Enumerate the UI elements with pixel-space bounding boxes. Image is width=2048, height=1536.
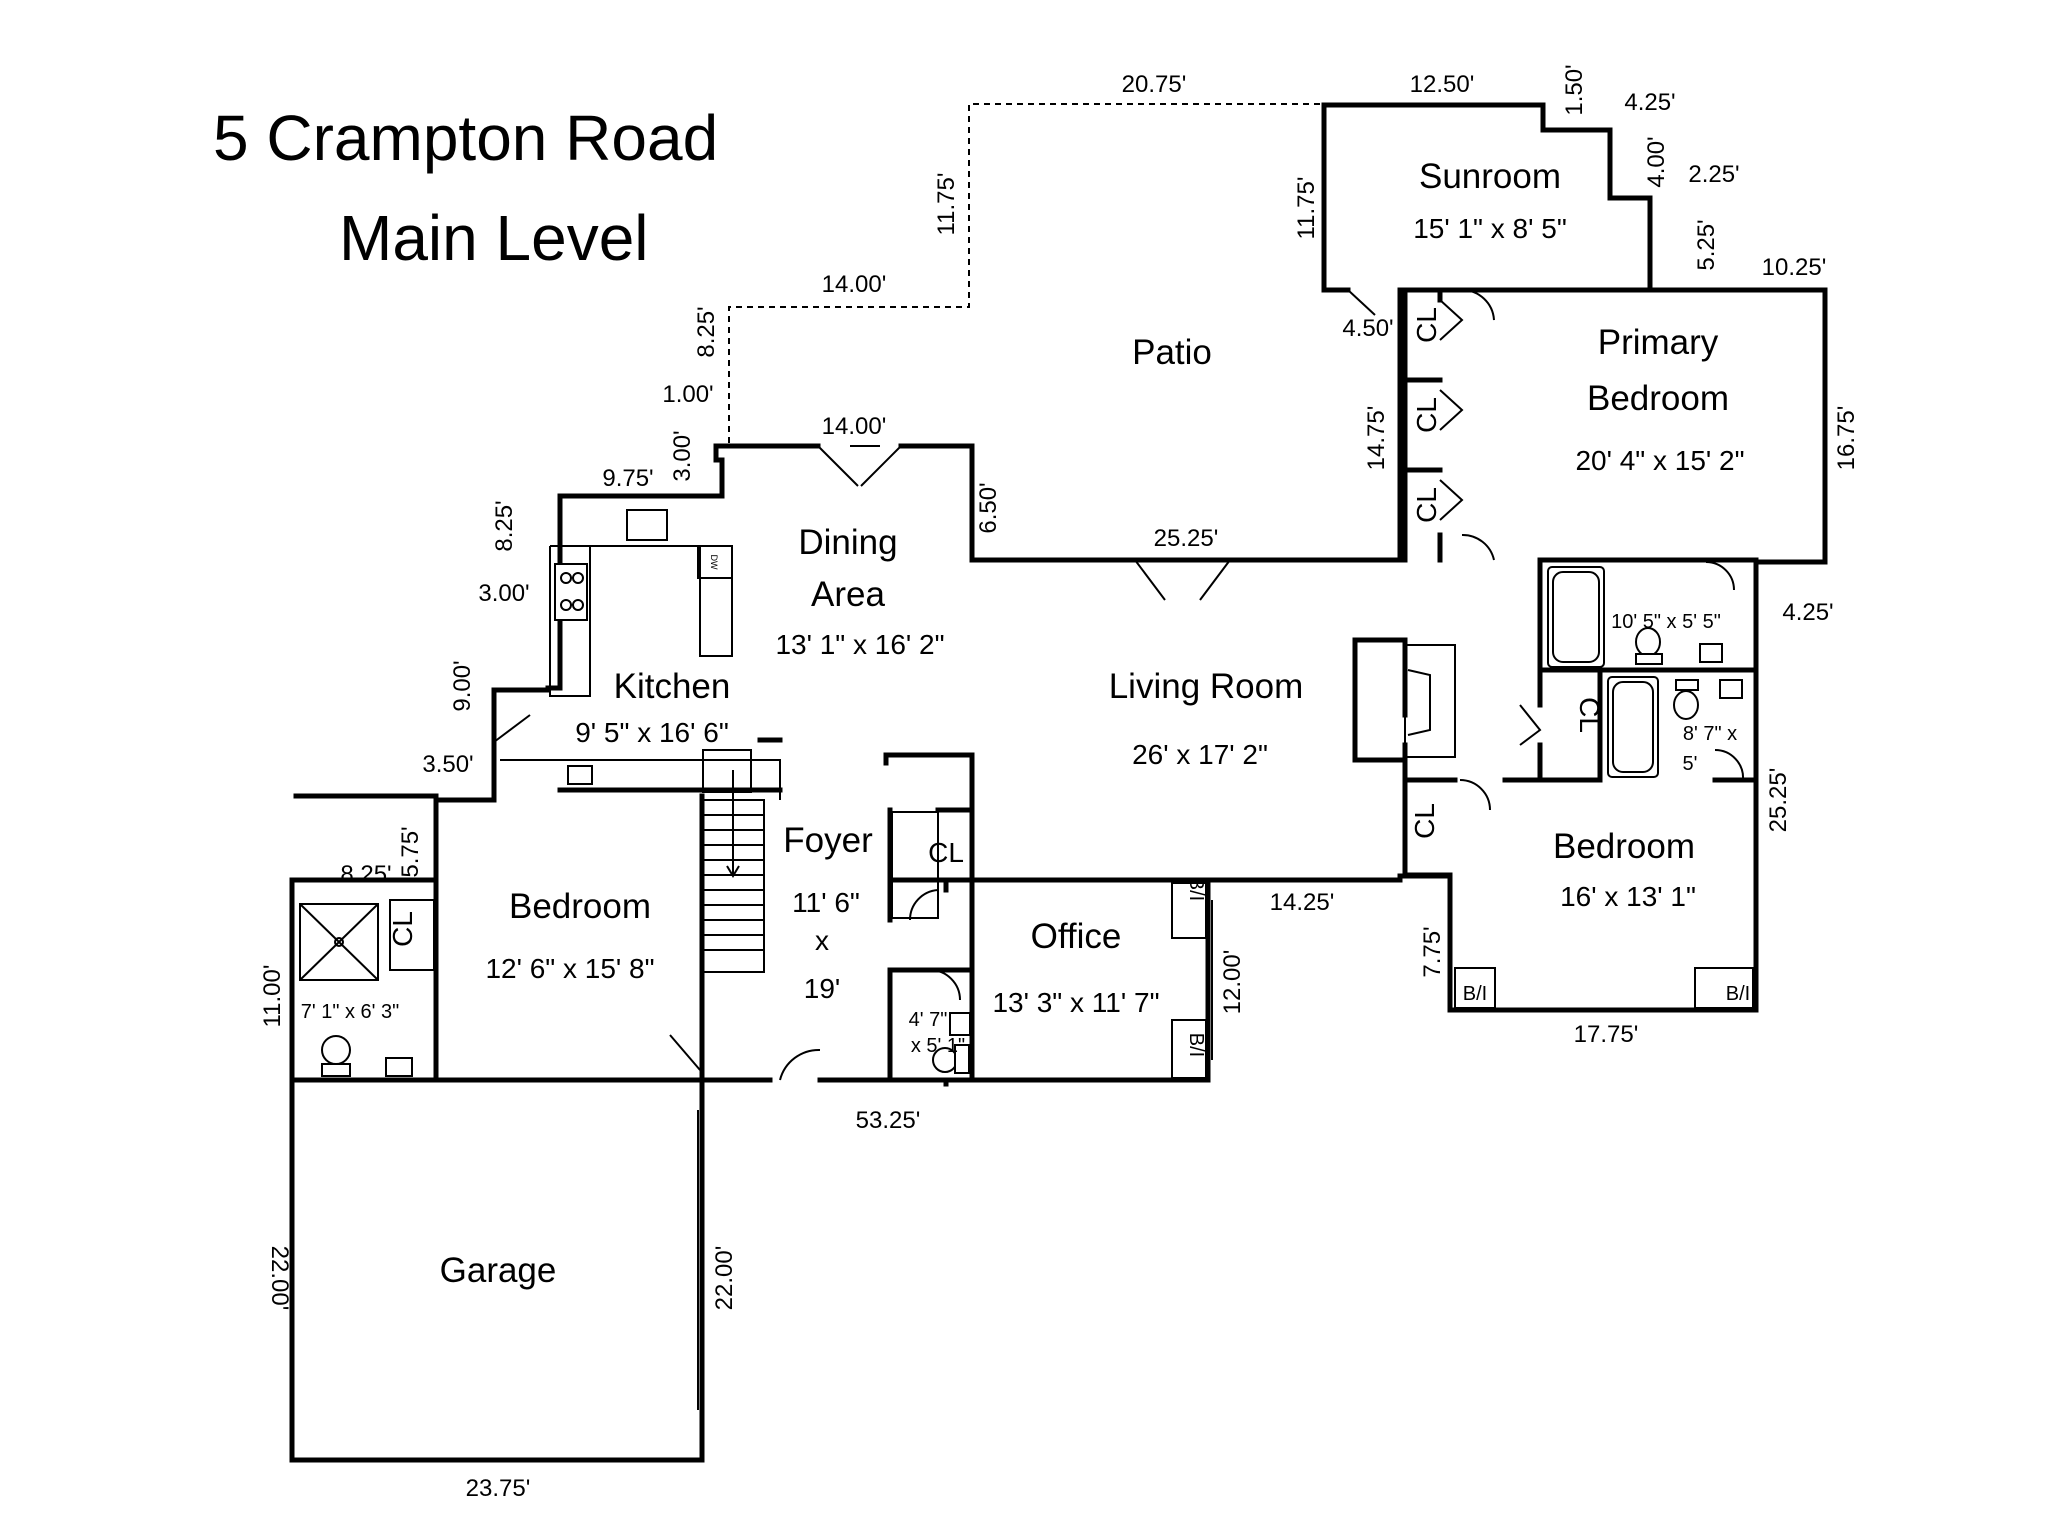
doors <box>493 288 1745 1081</box>
dim-label: 9.00' <box>449 660 476 711</box>
primary-bedroom-name-line2: Bedroom <box>1587 379 1729 418</box>
interior-walls <box>557 287 1759 1087</box>
dim-label: 7.75' <box>1419 926 1446 977</box>
dim-label: 3.50' <box>422 751 473 778</box>
foyer-size-line3: 19' <box>804 973 841 1004</box>
dim-label: 20.75' <box>1122 71 1187 98</box>
dim-label: 23.75' <box>466 1475 531 1502</box>
dim-label: 1.00' <box>662 381 713 408</box>
built-in-label: B/I <box>1726 983 1750 1005</box>
dim-label: 3.00' <box>478 580 529 607</box>
closet-label: CL <box>1411 307 1442 343</box>
garage-name: Garage <box>440 1251 557 1290</box>
kitchen-cabinets: DW <box>500 509 781 800</box>
dining-area-size: 13' 1" x 16' 2" <box>775 629 944 660</box>
sunroom-name: Sunroom <box>1419 157 1561 196</box>
dim-label: 4.00' <box>1643 136 1670 187</box>
built-in-label: B/I <box>1463 983 1487 1005</box>
dim-label: 4.25' <box>1624 89 1675 116</box>
plan-title-address: 5 Crampton Road <box>213 102 719 174</box>
dim-label: 6.50' <box>975 482 1002 533</box>
fireplace <box>1404 644 1456 758</box>
patio-outline <box>728 103 1324 443</box>
patio-name: Patio <box>1132 333 1212 372</box>
dim-label: 14.00' <box>822 413 887 440</box>
dim-label: 14.75' <box>1363 406 1390 471</box>
primary-bath-size: 10' 5" x 5' 5" <box>1611 611 1721 633</box>
built-in-label: B/I <box>1185 1033 1207 1057</box>
hall-bath-size-line1: 8' 7" x <box>1683 723 1737 745</box>
dim-label: 14.00' <box>822 271 887 298</box>
bathroom-fixtures <box>299 566 1743 1077</box>
kitchen-size: 9' 5" x 16' 6" <box>575 717 729 748</box>
dim-label: 4.25' <box>1782 599 1833 626</box>
dim-label: 11.00' <box>259 965 286 1028</box>
primary-bedroom-size: 20' 4" x 15' 2" <box>1575 445 1744 476</box>
closet-labels: CL CL CL CL CL CL CL B/I B/I B/I B/I <box>387 307 1750 1057</box>
closet-bifold-doors <box>1439 299 1464 521</box>
dim-label: 22.00' <box>711 1246 738 1311</box>
dim-label: 17.75' <box>1574 1021 1639 1048</box>
windows <box>291 104 1826 1410</box>
dim-label: 12.50' <box>1410 71 1475 98</box>
dishwasher-label: DW <box>709 555 719 570</box>
closet-label: CL <box>387 911 418 947</box>
built-in-label: B/I <box>1185 877 1207 901</box>
closet-label: CL <box>1574 697 1605 733</box>
dim-label: 5.75' <box>397 826 424 877</box>
west-bedroom-name: Bedroom <box>509 887 651 926</box>
living-room-name: Living Room <box>1109 667 1304 706</box>
staircase <box>701 770 765 973</box>
living-room-size: 26' x 17' 2" <box>1132 739 1268 770</box>
dim-label: 4.50' <box>1342 315 1393 342</box>
closet-label: CL <box>1411 487 1442 523</box>
foyer-size-line2: x <box>815 925 829 956</box>
dim-label: 25.25' <box>1154 525 1219 552</box>
closet-label: CL <box>928 837 964 868</box>
east-bedroom-size: 16' x 13' 1" <box>1560 881 1696 912</box>
dim-label: 8.25' <box>693 306 720 357</box>
room-labels: Sunroom 15' 1" x 8' 5" Patio Primary Bed… <box>301 157 1745 1290</box>
dining-area-name-line1: Dining <box>798 523 897 562</box>
dim-label: 53.25' <box>856 1107 921 1134</box>
west-bedroom-size: 12' 6" x 15' 8" <box>485 953 654 984</box>
built-in-cabinets <box>389 811 1754 1079</box>
dimension-labels: 20.75' 12.50' 1.50' 4.25' 4.00' 2.25' 5.… <box>259 64 1860 1502</box>
sunroom-size: 15' 1" x 8' 5" <box>1413 213 1567 244</box>
office-name: Office <box>1031 917 1122 956</box>
dim-label: 11.75' <box>933 173 960 236</box>
hall-bath-size-line2: 5' <box>1683 753 1698 775</box>
dim-label: 22.00' <box>266 1246 293 1311</box>
primary-bedroom-name-line1: Primary <box>1598 323 1719 362</box>
west-bath-size: 7' 1" x 6' 3" <box>301 1001 400 1023</box>
foyer-size-line1: 11' 6" <box>792 887 860 918</box>
dim-label: 8.25' <box>491 500 518 551</box>
dim-label: 11.75' <box>1293 177 1320 240</box>
office-size: 13' 3" x 11' 7" <box>992 987 1159 1018</box>
dim-label: 9.75' <box>602 465 653 492</box>
dim-label: 2.25' <box>1688 161 1739 188</box>
plan-title-level: Main Level <box>339 202 649 274</box>
dim-label: 3.00' <box>669 430 696 481</box>
dim-label: 16.75' <box>1833 406 1860 471</box>
dim-label: 12.00' <box>1219 950 1246 1015</box>
dim-label: 14.25' <box>1270 889 1335 916</box>
dim-label: 10.25' <box>1762 254 1827 281</box>
half-bath-size-line1: 4' 7" <box>909 1009 948 1031</box>
half-bath-size-line2: x 5' 1" <box>911 1035 965 1057</box>
kitchen-name: Kitchen <box>614 667 731 706</box>
closet-label: CL <box>1409 803 1440 839</box>
dim-label: 5.25' <box>1693 219 1720 270</box>
foyer-name: Foyer <box>783 821 873 860</box>
dining-area-name-line2: Area <box>811 575 885 614</box>
closet-label: CL <box>1411 397 1442 433</box>
dim-label: 25.25' <box>1765 768 1792 833</box>
dim-label: 1.50' <box>1561 64 1588 115</box>
dim-label: 8.25' <box>340 861 391 888</box>
east-bedroom-name: Bedroom <box>1553 827 1695 866</box>
